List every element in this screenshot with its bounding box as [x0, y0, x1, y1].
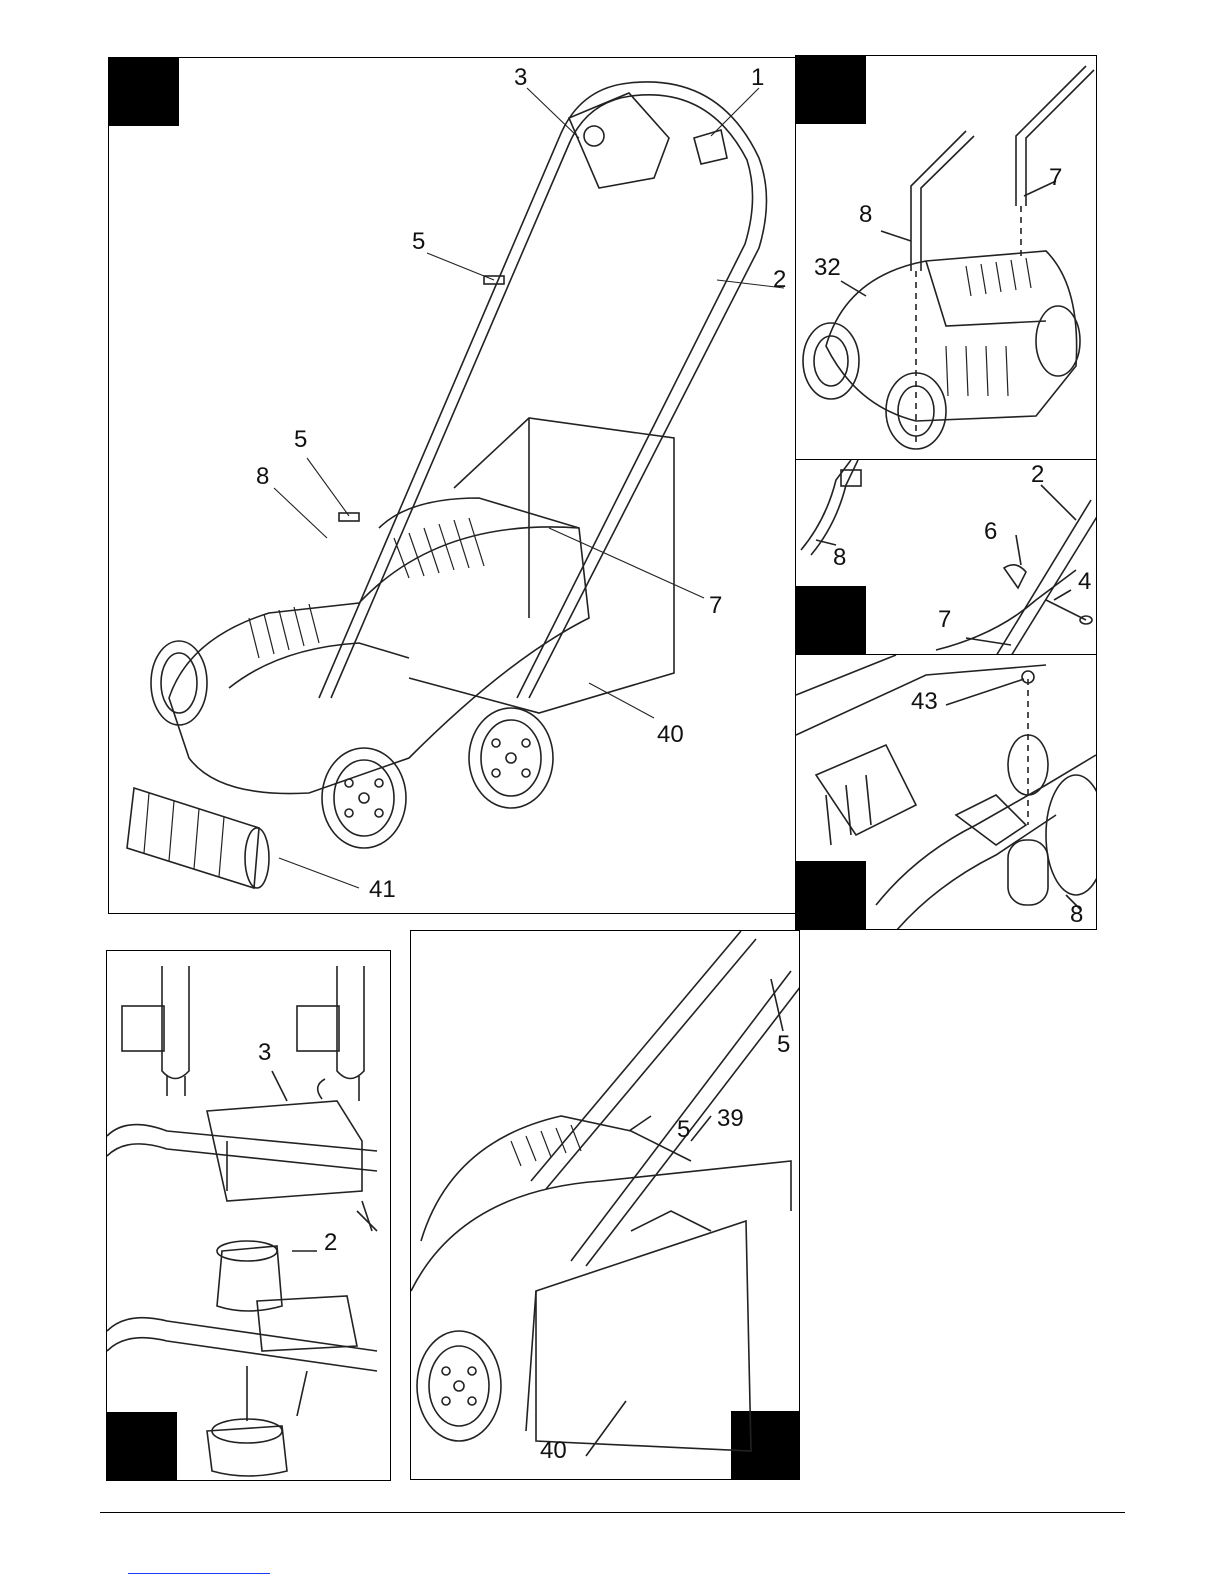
- callout-label: 7: [709, 594, 722, 618]
- callout-label: 40: [540, 1439, 567, 1463]
- callout-label: 5: [677, 1118, 690, 1142]
- panel-grass-box: 5 5 39 40: [410, 930, 800, 1480]
- callout-label: 7: [1049, 166, 1062, 190]
- callout-label: 3: [514, 66, 527, 90]
- callout-label: 8: [859, 203, 872, 227]
- callout-label: 32: [814, 256, 841, 280]
- callout-label: 4: [1078, 570, 1091, 594]
- callout-label: 2: [1031, 463, 1044, 487]
- callout-label: 8: [256, 465, 269, 489]
- callout-label: 39: [717, 1107, 744, 1131]
- scarifier-overview-drawing: [109, 58, 796, 914]
- callout-label: 5: [412, 230, 425, 254]
- callout-label: 6: [984, 520, 997, 544]
- callout-label: 41: [369, 878, 396, 902]
- callout-label: 3: [258, 1041, 271, 1065]
- callout-label: 2: [324, 1231, 337, 1255]
- panel-handle-joint: 2 6 8 4 7: [795, 459, 1097, 655]
- switch-mount-drawing: [107, 951, 391, 1481]
- panel-overview: 3 1 5 2 5 8 7 40 41: [108, 57, 796, 914]
- lower-mount-drawing: [796, 655, 1097, 930]
- callout-label: 1: [751, 66, 764, 90]
- panel-switch-mount: 3 2: [106, 950, 391, 1481]
- callout-label: 7: [938, 608, 951, 632]
- panel-handle-assembly: 8 7 32: [795, 55, 1097, 460]
- callout-label: 5: [294, 428, 307, 452]
- callout-label: 8: [833, 546, 846, 570]
- footer-rule: [100, 1512, 1125, 1513]
- callout-label: 2: [773, 268, 786, 292]
- callout-label: 5: [777, 1033, 790, 1057]
- callout-label: 8: [1070, 903, 1083, 927]
- footer-link-underline: [128, 1573, 270, 1574]
- handle-assembly-drawing: [796, 56, 1097, 460]
- callout-label: 43: [911, 690, 938, 714]
- panel-lower-handle-mount: 43 8: [795, 654, 1097, 930]
- callout-label: 40: [657, 723, 684, 747]
- grass-box-drawing: [411, 931, 800, 1480]
